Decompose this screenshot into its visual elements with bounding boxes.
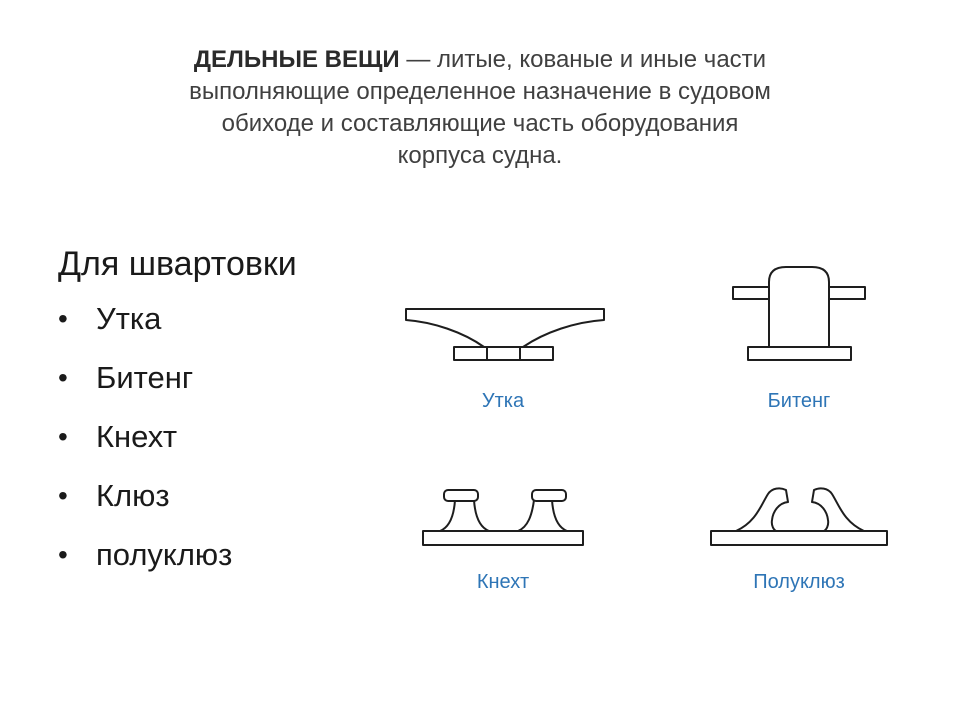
poluklyuz-base <box>710 530 888 546</box>
definition-text: ДЕЛЬНЫЕ ВЕЩИ — литые, кованые и иные час… <box>60 44 900 172</box>
knecht-caption: Кнехт <box>477 571 529 593</box>
poluklyuz-horn-left <box>735 487 789 532</box>
utka-drawing: Утка <box>405 308 605 412</box>
bitteng-base <box>747 346 852 361</box>
bullet-glyph: • <box>58 539 68 570</box>
knecht-post-left <box>439 499 490 532</box>
poluklyuz-horn-right <box>811 487 865 532</box>
bitteng-caption: Битенг <box>768 390 831 412</box>
knecht-cap-right <box>531 489 567 502</box>
bullet-list: • Утка • Битенг • Кнехт • Клюз • полуклюз <box>58 302 232 597</box>
utka-caption: Утка <box>482 390 525 412</box>
bullet-item-text: Клюз <box>96 478 170 513</box>
bullet-item-text: Кнехт <box>96 419 178 454</box>
bullet-item-text: полуклюз <box>96 537 233 572</box>
poluklyuz-drawing: Полуклюз <box>710 487 888 593</box>
knecht-drawing: Кнехт <box>422 489 584 593</box>
definition-line-4: корпуса судна. <box>397 142 563 169</box>
definition-line-2: выполняющие определенное назначение в су… <box>189 78 771 105</box>
definition-line-1: ДЕЛЬНЫЕ ВЕЩИ — литые, кованые и иные час… <box>60 44 900 76</box>
knecht-base <box>422 530 584 546</box>
poluklyuz-caption: Полуклюз <box>753 571 845 593</box>
section-heading: Для швартовки <box>58 245 297 283</box>
bullet-glyph: • <box>58 480 68 511</box>
bullet-item-text: Утка <box>96 301 162 336</box>
definition-line-3: обиходе и составляющие часть оборудовани… <box>221 110 739 137</box>
utka-base-left <box>453 346 488 361</box>
bullet-item: • Клюз <box>58 479 232 538</box>
bitteng-post <box>768 266 830 348</box>
knecht-cap-left <box>443 489 479 502</box>
utka-base-right <box>519 346 554 361</box>
utka-horn-bar <box>405 308 605 348</box>
bullet-item-text: Битенг <box>96 360 194 395</box>
utka-base-middle <box>486 346 521 361</box>
bullet-item: • полуклюз <box>58 538 232 597</box>
bitteng-drawing: Битенг <box>732 266 866 412</box>
bullet-item: • Кнехт <box>58 420 232 479</box>
bullet-item: • Утка <box>58 302 232 361</box>
bullet-glyph: • <box>58 303 68 334</box>
knecht-post-right <box>517 499 568 532</box>
bullet-glyph: • <box>58 362 68 393</box>
bullet-glyph: • <box>58 421 68 452</box>
definition-term: ДЕЛЬНЫЕ ВЕЩИ <box>193 46 400 73</box>
definition-line-1-rest: — литые, кованые и иные части <box>399 46 767 73</box>
bullet-item: • Битенг <box>58 361 232 420</box>
